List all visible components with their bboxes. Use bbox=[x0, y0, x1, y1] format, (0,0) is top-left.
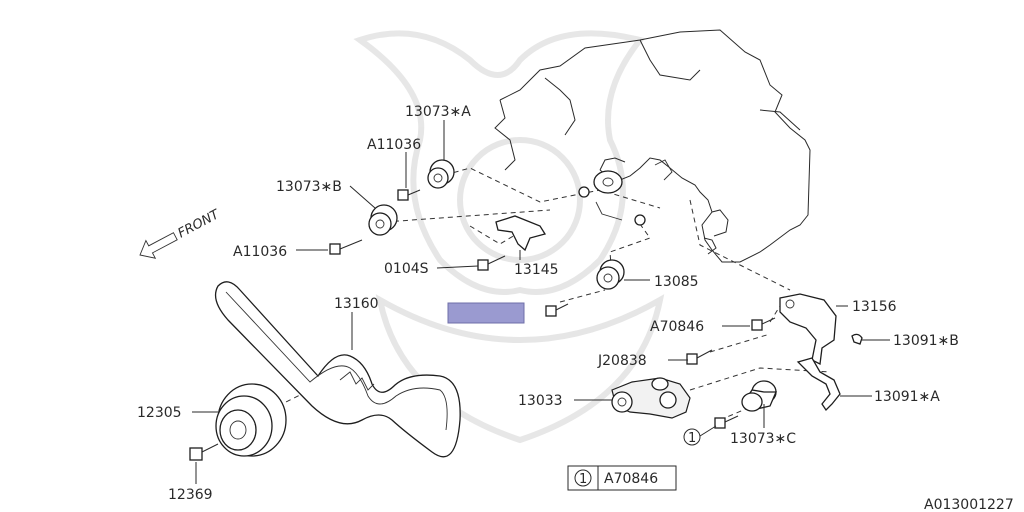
bolt-circled-1 bbox=[714, 415, 739, 429]
highlighted-part-box[interactable] bbox=[447, 302, 525, 324]
label-12369[interactable]: 12369 bbox=[168, 487, 213, 503]
circled-1-callout[interactable]: 1 bbox=[683, 428, 701, 446]
diagram-id: A013001227 bbox=[924, 497, 1014, 512]
label-13145[interactable]: 13145 bbox=[514, 262, 559, 278]
callout-leaders bbox=[192, 120, 890, 484]
label-13085[interactable]: 13085 bbox=[654, 274, 699, 290]
svg-text:1: 1 bbox=[688, 431, 696, 446]
label-13033[interactable]: 13033 bbox=[518, 393, 563, 409]
idler-pulley-13073c bbox=[741, 380, 777, 412]
legend-symbol: 1 bbox=[579, 472, 587, 487]
label-13073c[interactable]: 13073∗C bbox=[730, 431, 796, 447]
label-13073b[interactable]: 13073∗B bbox=[276, 179, 342, 195]
engine-mount-bosses bbox=[578, 159, 673, 226]
label-j20838[interactable]: J20838 bbox=[597, 353, 647, 369]
label-13156[interactable]: 13156 bbox=[852, 299, 897, 315]
bolt-a11036-top bbox=[397, 189, 421, 201]
label-a11036-left[interactable]: A11036 bbox=[233, 244, 287, 260]
label-0104s[interactable]: 0104S bbox=[384, 261, 429, 277]
label-13073a[interactable]: 13073∗A bbox=[405, 104, 471, 120]
pulley-13085 bbox=[596, 259, 625, 290]
bolt-highlighted-part bbox=[545, 303, 569, 317]
label-13091a[interactable]: 13091∗A bbox=[874, 389, 940, 405]
legend-box: 1 A70846 bbox=[567, 465, 677, 491]
bolt-12369 bbox=[189, 443, 219, 461]
rod-13091a bbox=[796, 357, 841, 412]
clip-13091b bbox=[851, 333, 863, 345]
bracket-13145 bbox=[495, 215, 547, 252]
bolt-0104s bbox=[477, 255, 506, 271]
idler-pulley-13073a bbox=[427, 159, 455, 189]
label-13160[interactable]: 13160 bbox=[334, 296, 379, 312]
part-labels: 13073∗A A11036 13073∗B A11036 0104S 1314… bbox=[137, 104, 959, 503]
bracket-13156 bbox=[779, 293, 837, 365]
legend-part: A70846 bbox=[604, 471, 658, 487]
front-arrow-icon: FRONT bbox=[139, 207, 223, 259]
crank-pulley-12305 bbox=[215, 383, 287, 457]
bolt-a70846 bbox=[751, 317, 776, 331]
bolt-j20838 bbox=[686, 349, 713, 365]
drive-belt-13160 bbox=[214, 281, 461, 458]
label-13091b[interactable]: 13091∗B bbox=[893, 333, 959, 349]
engine-block bbox=[494, 29, 811, 263]
tensioner-13033 bbox=[611, 377, 691, 419]
bolt-a11036-left bbox=[329, 239, 363, 255]
svg-text:FRONT: FRONT bbox=[176, 207, 223, 242]
label-12305[interactable]: 12305 bbox=[137, 405, 182, 421]
label-a70846[interactable]: A70846 bbox=[650, 319, 704, 335]
label-a11036-top[interactable]: A11036 bbox=[367, 137, 421, 153]
idler-pulley-13073b bbox=[368, 204, 398, 236]
